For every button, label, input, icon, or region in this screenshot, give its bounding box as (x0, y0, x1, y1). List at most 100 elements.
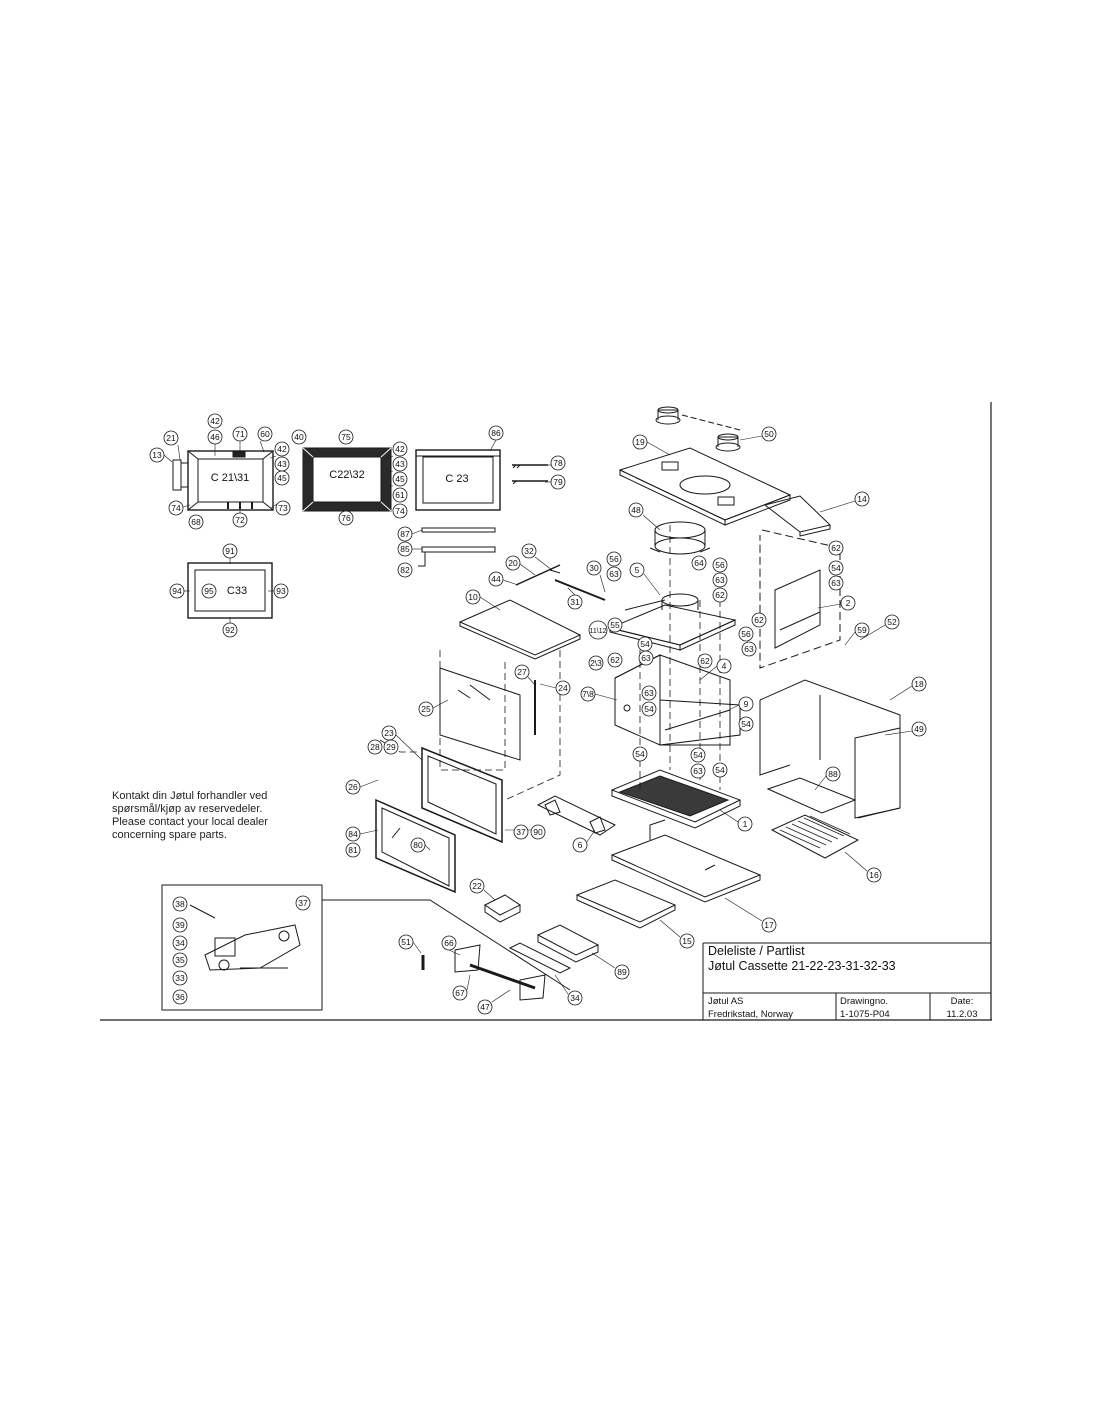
part-label-78: 78 (550, 455, 566, 471)
part-label-54: 54 (828, 560, 844, 576)
part-label-number: 61 (395, 490, 405, 500)
part-label-number: 85 (400, 544, 410, 554)
part-label-number: 64 (694, 558, 704, 568)
part-label-circle (397, 562, 413, 578)
part-label-circle (172, 917, 188, 933)
part-label-number: 45 (277, 473, 287, 483)
part-label-circle (207, 429, 223, 445)
part-label-number: 54 (644, 704, 654, 714)
part-label-circle (477, 999, 493, 1015)
part-label-number: 26 (348, 782, 358, 792)
part-label-54: 54 (641, 701, 657, 717)
part-label-number: 9 (744, 699, 749, 709)
part-label-63: 63 (690, 763, 706, 779)
part-label-number: 56 (609, 554, 619, 564)
part-label-number: 76 (341, 513, 351, 523)
part-label-5: 5 (629, 562, 645, 578)
part-label-number: 80 (413, 840, 423, 850)
date-label: Date: (950, 996, 974, 1007)
part-label-circle (716, 658, 732, 674)
hinge-detail-drawing (189, 904, 301, 971)
part-label-22: 22 (469, 878, 485, 894)
part-label-number: 10 (468, 592, 478, 602)
side-plate-drawing (759, 529, 841, 669)
part-label-62: 62 (607, 652, 623, 668)
part-label-number: 7\8 (582, 689, 594, 699)
part-label-number: 1 (743, 819, 748, 829)
part-label-number: 14 (857, 494, 867, 504)
part-label-circle (418, 701, 434, 717)
title-block-heading: Deleliste / Partlist Jøtul Cassette 21-2… (708, 944, 896, 974)
part-label-6: 6 (572, 837, 588, 853)
frame-c2232-caption: C22\32 (329, 469, 364, 481)
part-label-number: 4 (722, 661, 727, 671)
part-label-circle (488, 425, 504, 441)
part-label-number: 63 (715, 575, 725, 585)
part-label-number: 56 (715, 560, 725, 570)
part-label-number: 91 (225, 546, 235, 556)
part-label-47: 47 (477, 999, 493, 1015)
part-label-number: 49 (914, 724, 924, 734)
note-line-2: spørsmål/kjøp av reservedeler. (112, 803, 263, 815)
part-label-circle (607, 617, 623, 633)
part-label-number: 17 (764, 920, 774, 930)
part-label-circle (149, 447, 165, 463)
part-label-number: 30 (589, 563, 599, 573)
part-label-circle (741, 641, 757, 657)
part-label-circle (828, 575, 844, 591)
part-label-45: 45 (392, 471, 408, 487)
part-label-20: 20 (505, 555, 521, 571)
part-label-circle (367, 739, 383, 755)
part-label-number: 2\3 (590, 658, 602, 668)
part-label-90: 90 (530, 824, 546, 840)
part-label-29: 29 (383, 739, 399, 755)
part-label-circle (397, 541, 413, 557)
part-label-64: 64 (691, 555, 707, 571)
part-label-circle (392, 456, 408, 472)
part-label-91: 91 (222, 543, 238, 559)
part-label-number: 22 (472, 881, 482, 891)
part-label-42: 42 (392, 441, 408, 457)
part-label-51: 51 (398, 934, 414, 950)
drawing-number-cell: Drawingno. 1-1075-P04 (840, 996, 890, 1020)
part-label-85: 85 (397, 541, 413, 557)
part-label-circle (398, 934, 414, 950)
part-label-number: 28 (370, 742, 380, 752)
part-label-87: 87 (397, 526, 413, 542)
part-label-number: 5 (635, 565, 640, 575)
part-label-number: 95 (204, 586, 214, 596)
part-label-circle (392, 471, 408, 487)
part-label-circle (345, 826, 361, 842)
part-label-63: 63 (641, 685, 657, 701)
part-label-number: 59 (857, 625, 867, 635)
part-label-71: 71 (232, 426, 248, 442)
part-label-circle (257, 426, 273, 442)
collar-band-drawing (649, 521, 711, 555)
part-label-67: 67 (452, 985, 468, 1001)
part-label-4: 4 (716, 658, 732, 674)
part-label-25: 25 (418, 701, 434, 717)
part-label-number: 74 (171, 503, 181, 513)
part-label-number: 19 (635, 437, 645, 447)
part-label-circle (840, 595, 856, 611)
part-label-circle (712, 557, 728, 573)
part-label-number: 55 (610, 620, 620, 630)
part-label-circle (751, 612, 767, 628)
part-label-60: 60 (257, 426, 273, 442)
part-label-circle (761, 917, 777, 933)
part-label-circle (222, 543, 238, 559)
part-label-number: 92 (225, 625, 235, 635)
part-label-circle (825, 766, 841, 782)
top-shelf-drawing (458, 599, 582, 660)
part-label-number: 42 (277, 444, 287, 454)
part-label-2: 2 (840, 595, 856, 611)
part-label-circle (550, 455, 566, 471)
part-label-number: 54 (635, 749, 645, 759)
part-label-31: 31 (567, 594, 583, 610)
part-label-number: 46 (210, 432, 220, 442)
part-label-circle (641, 701, 657, 717)
frame-c2232-drawing (302, 447, 392, 512)
part-label-circle (555, 680, 571, 696)
